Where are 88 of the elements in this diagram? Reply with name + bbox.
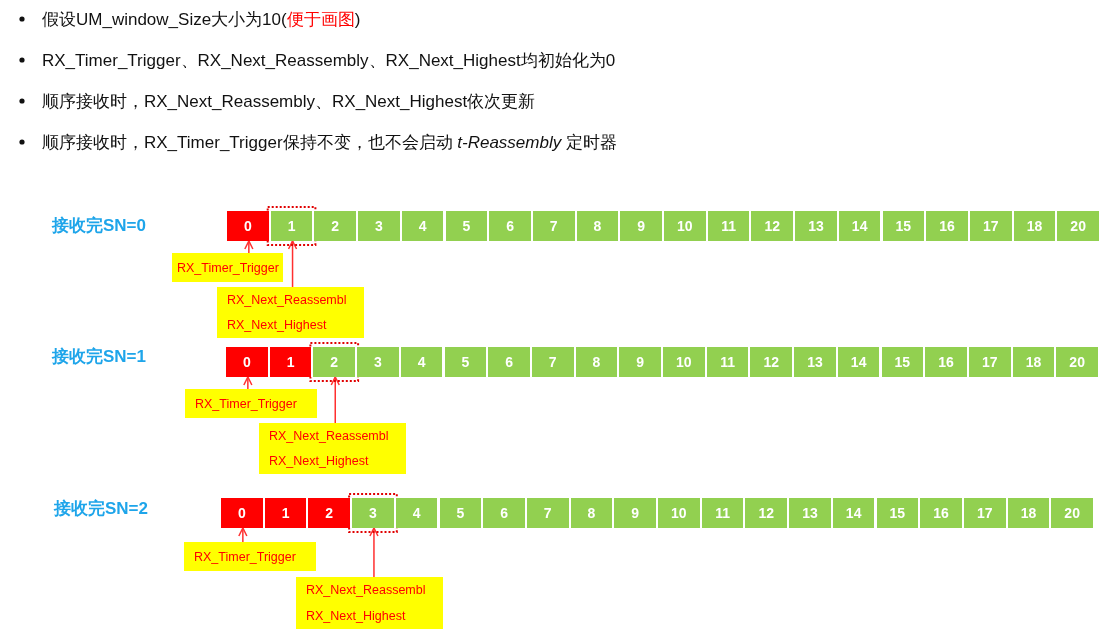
tag-text: RX_Timer_Trigger (194, 549, 297, 564)
tag-text: RX_Next_Highest (227, 318, 328, 333)
variable-tag (184, 542, 316, 571)
row-label: 接收完SN=0 (52, 215, 146, 237)
sequence-number-cell: 20 (1057, 211, 1101, 241)
sequence-number-cell: 16 (926, 211, 970, 241)
arrow (244, 240, 254, 254)
sequence-number-cell: 16 (920, 498, 964, 528)
sequence-number-cell: 17 (968, 347, 1013, 377)
sequence-number-cell: 6 (488, 347, 532, 377)
sequence-number-cell: 20 (1051, 498, 1095, 528)
sequence-number-cell: 0 (227, 211, 271, 241)
arrow (287, 240, 298, 288)
sequence-number-cell: 8 (575, 347, 620, 377)
sequence-number-cell: 14 (837, 347, 882, 377)
sequence-number-cell: 15 (882, 211, 927, 241)
arrow (238, 527, 248, 543)
sequence-number-cell: 5 (439, 498, 484, 528)
row-label: 接收完SN=2 (54, 498, 148, 520)
sequence-number-cell: 9 (619, 347, 663, 377)
variable-tag (172, 253, 283, 282)
sequence-number-cell: 8 (570, 498, 615, 528)
sequence-number-cell: 3 (352, 498, 396, 528)
sequence-number-cell: 2 (313, 347, 358, 377)
sequence-number-cell: 0 (221, 498, 265, 528)
arrow (369, 527, 379, 578)
tag-text: RX_Next_Reassembl (227, 292, 348, 307)
tag-text: RX_Next_Reassembl (269, 428, 390, 443)
sequence-number-cell: 1 (264, 498, 309, 528)
arrow (330, 376, 340, 424)
sequence-number-cell: 13 (789, 498, 833, 528)
tag-text: RX_Next_Highest (306, 609, 407, 623)
bullet-text: 顺序接收时，RX_Next_Reassembly、RX_Next_Highest依次更新 (42, 91, 536, 113)
variable-tag (217, 287, 364, 338)
sequence-number-cell: 4 (400, 347, 445, 377)
sequence-number-cell: 1 (269, 347, 314, 377)
sequence-number-cell: 9 (614, 498, 658, 528)
sequence-number-cell: 0 (226, 347, 270, 377)
tag-text: RX_Timer_Trigger (177, 260, 280, 275)
sequence-number-cell: 5 (444, 347, 489, 377)
sequence-number-cell: 10 (664, 211, 708, 241)
sequence-number-cell: 12 (745, 498, 790, 528)
row-label: 接收完SN=1 (52, 346, 146, 368)
tag-text: RX_Next_Reassembl (306, 583, 427, 597)
sequence-number-cell: 20 (1056, 347, 1100, 377)
sequence-number-cell: 14 (838, 211, 883, 241)
sequence-number-cell: 18 (1013, 211, 1058, 241)
sequence-number-cell: 11 (701, 498, 746, 528)
sequence-number-cell: 2 (314, 211, 359, 241)
sequence-number-cell: 14 (832, 498, 877, 528)
variable-tag (259, 423, 406, 474)
sequence-number-cell: 6 (483, 498, 527, 528)
sequence-number-cell: 1 (270, 211, 315, 241)
sequence-number-cell: 17 (963, 498, 1008, 528)
sequence-number-cell: 15 (876, 498, 921, 528)
sequence-number-cell: 16 (925, 347, 969, 377)
sequence-number-cell: 13 (795, 211, 839, 241)
tag-text: RX_Next_Highest (269, 454, 370, 469)
sequence-number-cell: 10 (663, 347, 707, 377)
sequence-number-cell: 11 (707, 211, 752, 241)
variable-tag (296, 577, 443, 629)
sequence-number-cell: 18 (1007, 498, 1052, 528)
sequence-number-cell: 2 (308, 498, 353, 528)
sequence-number-cell: 3 (358, 211, 402, 241)
sequence-number-cell: 6 (489, 211, 533, 241)
sequence-number-cell: 13 (794, 347, 838, 377)
sequence-number-cell: 17 (969, 211, 1014, 241)
arrow (243, 376, 253, 390)
sequence-number-cell: 8 (576, 211, 621, 241)
sequence-number-cell: 15 (881, 347, 926, 377)
sequence-number-cell: 3 (357, 347, 401, 377)
sequence-number-cell: 7 (526, 498, 571, 528)
sequence-number-cell: 4 (395, 498, 440, 528)
sequence-number-cell: 10 (658, 498, 702, 528)
sequence-number-cell: 7 (531, 347, 576, 377)
sequence-number-cell: 5 (445, 211, 490, 241)
bullet-text: 假设UM_window_Size大小为10(便于画图) (42, 9, 361, 31)
sequence-number-cell: 7 (532, 211, 577, 241)
sequence-number-cell: 12 (750, 347, 795, 377)
sequence-number-cell: 18 (1012, 347, 1057, 377)
sequence-number-cell: 11 (706, 347, 751, 377)
sequence-number-cell: 9 (620, 211, 664, 241)
variable-tag (185, 389, 317, 418)
tag-text: RX_Timer_Trigger (195, 396, 298, 411)
bullet-text: RX_Timer_Trigger、RX_Next_Reassembly、RX_Next_Highest均初始化为0 (42, 50, 616, 72)
sequence-number-cell: 12 (751, 211, 796, 241)
bullet-text: 顺序接收时，RX_Timer_Trigger保持不变，也不会启动 t-Reassembly 定时器 (42, 132, 617, 154)
sequence-number-cell: 4 (401, 211, 446, 241)
